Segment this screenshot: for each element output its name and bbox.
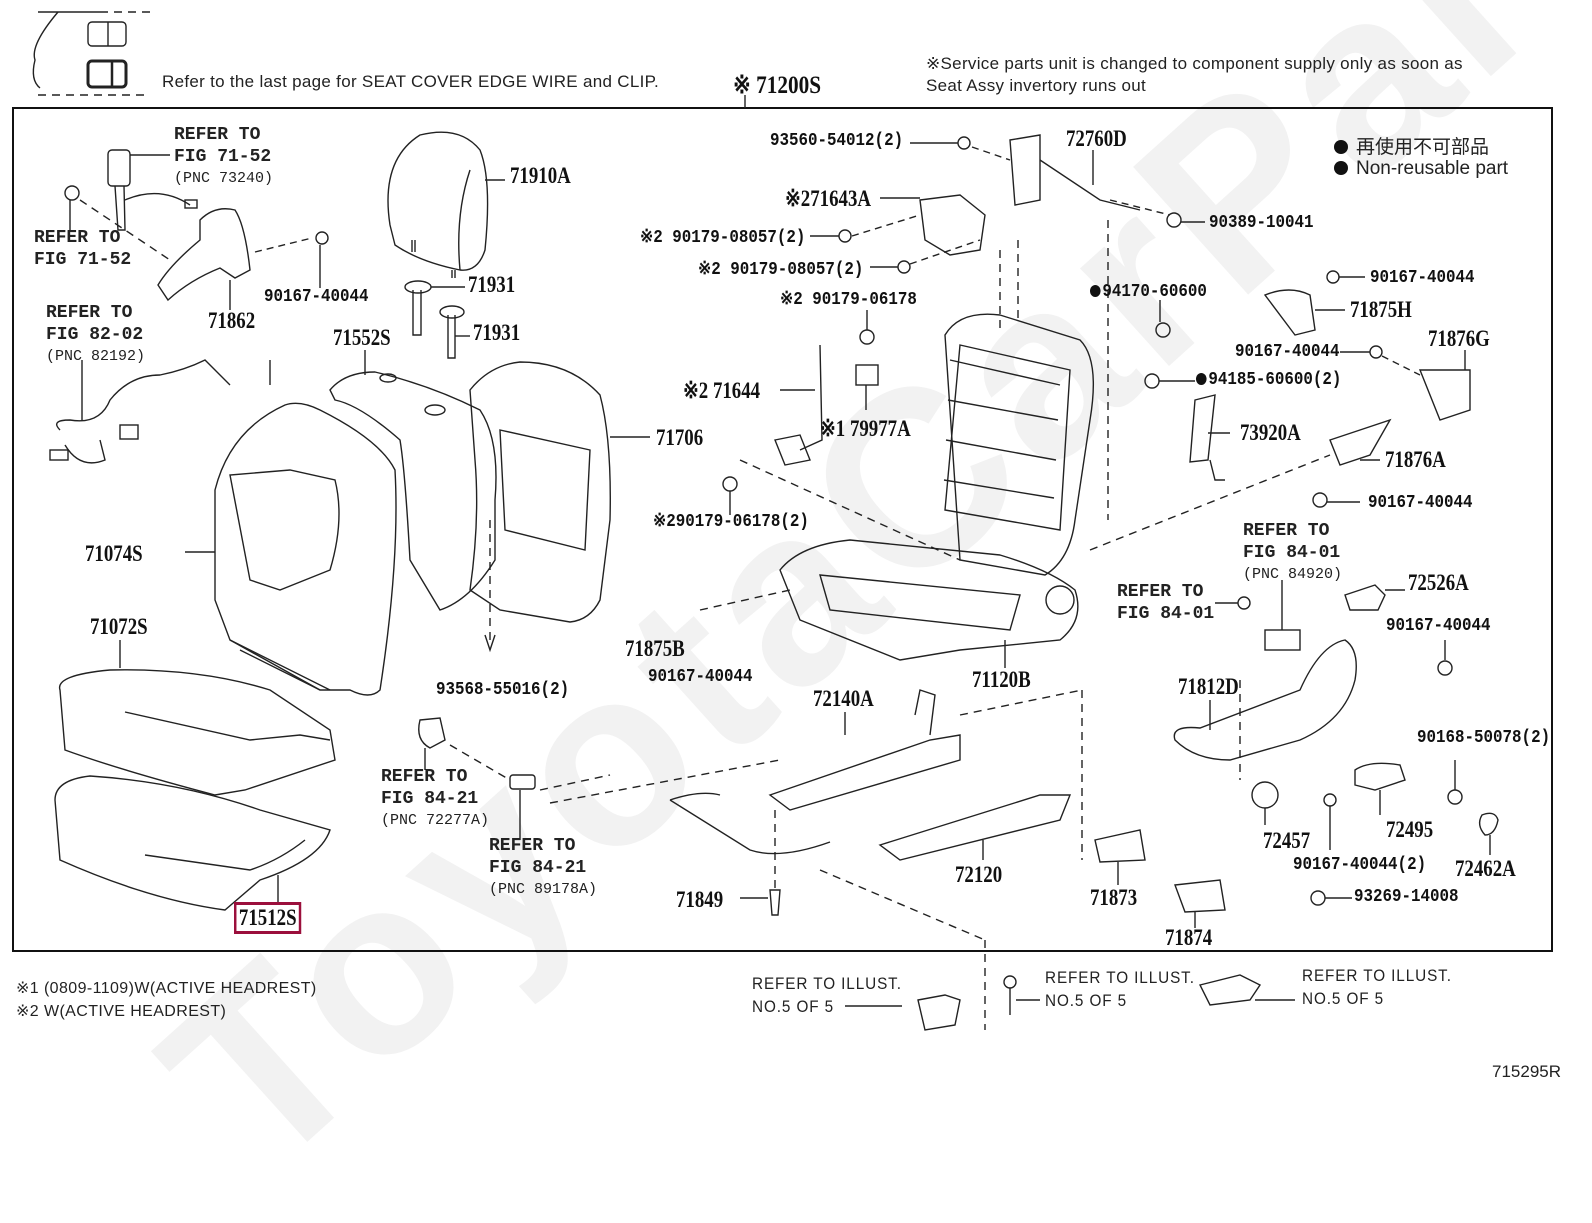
- part-90179-08057-a[interactable]: ※2 90179-08057(2): [640, 228, 806, 248]
- part-90167-40044-frame[interactable]: 90167-40044: [648, 667, 753, 687]
- non-reusable-dot-icon: [1196, 373, 1207, 385]
- part-72140A[interactable]: 72140A: [813, 686, 874, 711]
- part-72495[interactable]: 72495: [1386, 817, 1434, 842]
- part-79977A[interactable]: ※1 79977A: [820, 416, 911, 441]
- part-90179-08057-b[interactable]: ※2 90179-08057(2): [698, 260, 864, 280]
- part-90167-40044-2[interactable]: 90167-40044(2): [1293, 855, 1427, 875]
- part-71552S[interactable]: 71552S: [333, 325, 391, 350]
- part-90167-40044-71876G[interactable]: 90167-40044: [1235, 342, 1340, 362]
- seat-belt-buckle-drawing: [64, 149, 329, 310]
- refer-illust-3[interactable]: REFER TO ILLUST. NO.5 OF 5: [1302, 966, 1452, 1008]
- cover-clip-drawing: [418, 717, 611, 840]
- refer-illust-2[interactable]: REFER TO ILLUST. NO.5 OF 5: [1045, 968, 1195, 1010]
- clip-icon-closed: [86, 59, 128, 89]
- part-90167-40044-72526A[interactable]: 90167-40044: [1386, 616, 1491, 636]
- clip-icon-open: [87, 21, 127, 47]
- part-71812D[interactable]: 71812D: [1178, 674, 1239, 699]
- assembly-part-number[interactable]: ※ 71200S: [733, 72, 822, 99]
- edge-wire-note: Refer to the last page for SEAT COVER ED…: [162, 72, 660, 91]
- wire-harness-drawing: [49, 359, 271, 464]
- headrest-support-drawing: [404, 280, 470, 359]
- part-71849[interactable]: 71849: [676, 887, 724, 912]
- part-71876A[interactable]: 71876A: [1385, 447, 1446, 472]
- parts-illustration: [32, 11, 1499, 1031]
- part-90179-06178-2[interactable]: ※290179-06178(2): [653, 512, 809, 532]
- part-90167-40044-71876A[interactable]: 90167-40044: [1368, 493, 1473, 513]
- refer-switch-b[interactable]: REFER TO FIG 84-01: [1117, 582, 1215, 624]
- part-90167-40044-belt[interactable]: 90167-40044: [264, 287, 369, 307]
- part-71931-lower[interactable]: 71931: [473, 320, 521, 345]
- refer-belt-left[interactable]: REFER TO FIG 71-52: [34, 228, 132, 270]
- right-side-parts-drawing: [1089, 270, 1499, 906]
- part-71706[interactable]: 71706: [656, 425, 704, 450]
- non-reusable-dot-icon: [1334, 140, 1348, 154]
- refer-illust-1[interactable]: REFER TO ILLUST. NO.5 OF 5: [752, 974, 902, 1016]
- part-71862[interactable]: 71862: [208, 308, 256, 333]
- part-71910A[interactable]: 71910A: [510, 163, 571, 188]
- legend-en: Non-reusable part: [1334, 158, 1508, 180]
- seatback-board-drawing: [469, 361, 650, 653]
- part-94185-60600[interactable]: 94185-60600(2): [1196, 370, 1341, 390]
- headrest-drawing: [387, 131, 505, 278]
- bottom-ref-drawings: [845, 974, 1295, 1031]
- label-plate-drawing: [855, 364, 879, 386]
- seat-track-drawing: [549, 689, 1226, 1030]
- seatback-cover-drawing: [185, 402, 397, 696]
- part-71643A[interactable]: ※271643A: [785, 186, 872, 211]
- seat-frame-drawing: [699, 250, 1094, 668]
- figure-code: 715295R: [1492, 1062, 1562, 1081]
- part-71120B[interactable]: 71120B: [972, 667, 1031, 692]
- part-90167-40044-71875H[interactable]: 90167-40044: [1370, 268, 1475, 288]
- edge-wire-bracket: [32, 11, 59, 89]
- part-71512S-selected[interactable]: 71512S: [234, 902, 302, 934]
- part-71874[interactable]: 71874: [1165, 925, 1213, 950]
- footnote-1: ※1 (0809-1109)W(ACTIVE HEADREST): [16, 980, 317, 997]
- seat-cushion-cover-drawing: [58, 640, 336, 796]
- part-71873[interactable]: 71873: [1090, 885, 1138, 910]
- part-93560-54012[interactable]: 93560-54012(2): [770, 131, 904, 151]
- part-71072S[interactable]: 71072S: [90, 614, 148, 639]
- part-71931-upper[interactable]: 71931: [468, 272, 516, 297]
- non-reusable-dot-icon: [1334, 161, 1348, 175]
- service-note-line2: Seat Assy invertory runs out: [926, 76, 1147, 95]
- refer-clip-b[interactable]: REFER TO FIG 84-21 (PNC 89178A): [489, 836, 598, 898]
- part-72457[interactable]: 72457: [1263, 828, 1311, 853]
- part-71875H[interactable]: 71875H: [1350, 297, 1412, 322]
- part-72526A[interactable]: 72526A: [1408, 570, 1469, 595]
- active-headrest-mechanism-drawing: [722, 134, 1205, 520]
- part-72760D[interactable]: 72760D: [1066, 126, 1127, 151]
- part-73920A[interactable]: 73920A: [1240, 420, 1301, 445]
- seat-cushion-pad-drawing: [54, 775, 331, 911]
- refer-clip-a[interactable]: REFER TO FIG 84-21 (PNC 72277A): [381, 767, 490, 829]
- part-93269-14008[interactable]: 93269-14008: [1354, 887, 1459, 907]
- non-reusable-dot-icon: [1090, 285, 1101, 297]
- refer-switch-a[interactable]: REFER TO FIG 84-01 (PNC 84920): [1243, 521, 1343, 583]
- part-94170-60600[interactable]: 94170-60600: [1090, 282, 1207, 302]
- footnote-2: ※2 W(ACTIVE HEADREST): [16, 1003, 227, 1020]
- part-90179-06178[interactable]: ※2 90179-06178: [780, 290, 917, 310]
- service-note-line1: ※Service parts unit is changed to compon…: [926, 54, 1463, 73]
- part-71074S[interactable]: 71074S: [85, 541, 143, 566]
- part-93568-55016[interactable]: 93568-55016(2): [436, 680, 570, 700]
- legend-jp: 再使用不可部品: [1334, 132, 1489, 159]
- refer-belt-top[interactable]: REFER TO FIG 71-52 (PNC 73240): [174, 125, 274, 187]
- part-90168-50078[interactable]: 90168-50078(2): [1417, 728, 1551, 748]
- diagram-frame: [12, 107, 1553, 952]
- part-72120[interactable]: 72120: [955, 862, 1003, 887]
- refer-harness[interactable]: REFER TO FIG 82-02 (PNC 82192): [46, 303, 146, 365]
- part-71644[interactable]: ※2 71644: [683, 378, 761, 403]
- part-71875B[interactable]: 71875B: [625, 636, 685, 661]
- part-72462A[interactable]: 72462A: [1455, 856, 1516, 881]
- part-90389-10041[interactable]: 90389-10041: [1209, 213, 1314, 233]
- seatback-pad-drawing: [329, 350, 497, 611]
- part-71876G[interactable]: 71876G: [1428, 326, 1490, 351]
